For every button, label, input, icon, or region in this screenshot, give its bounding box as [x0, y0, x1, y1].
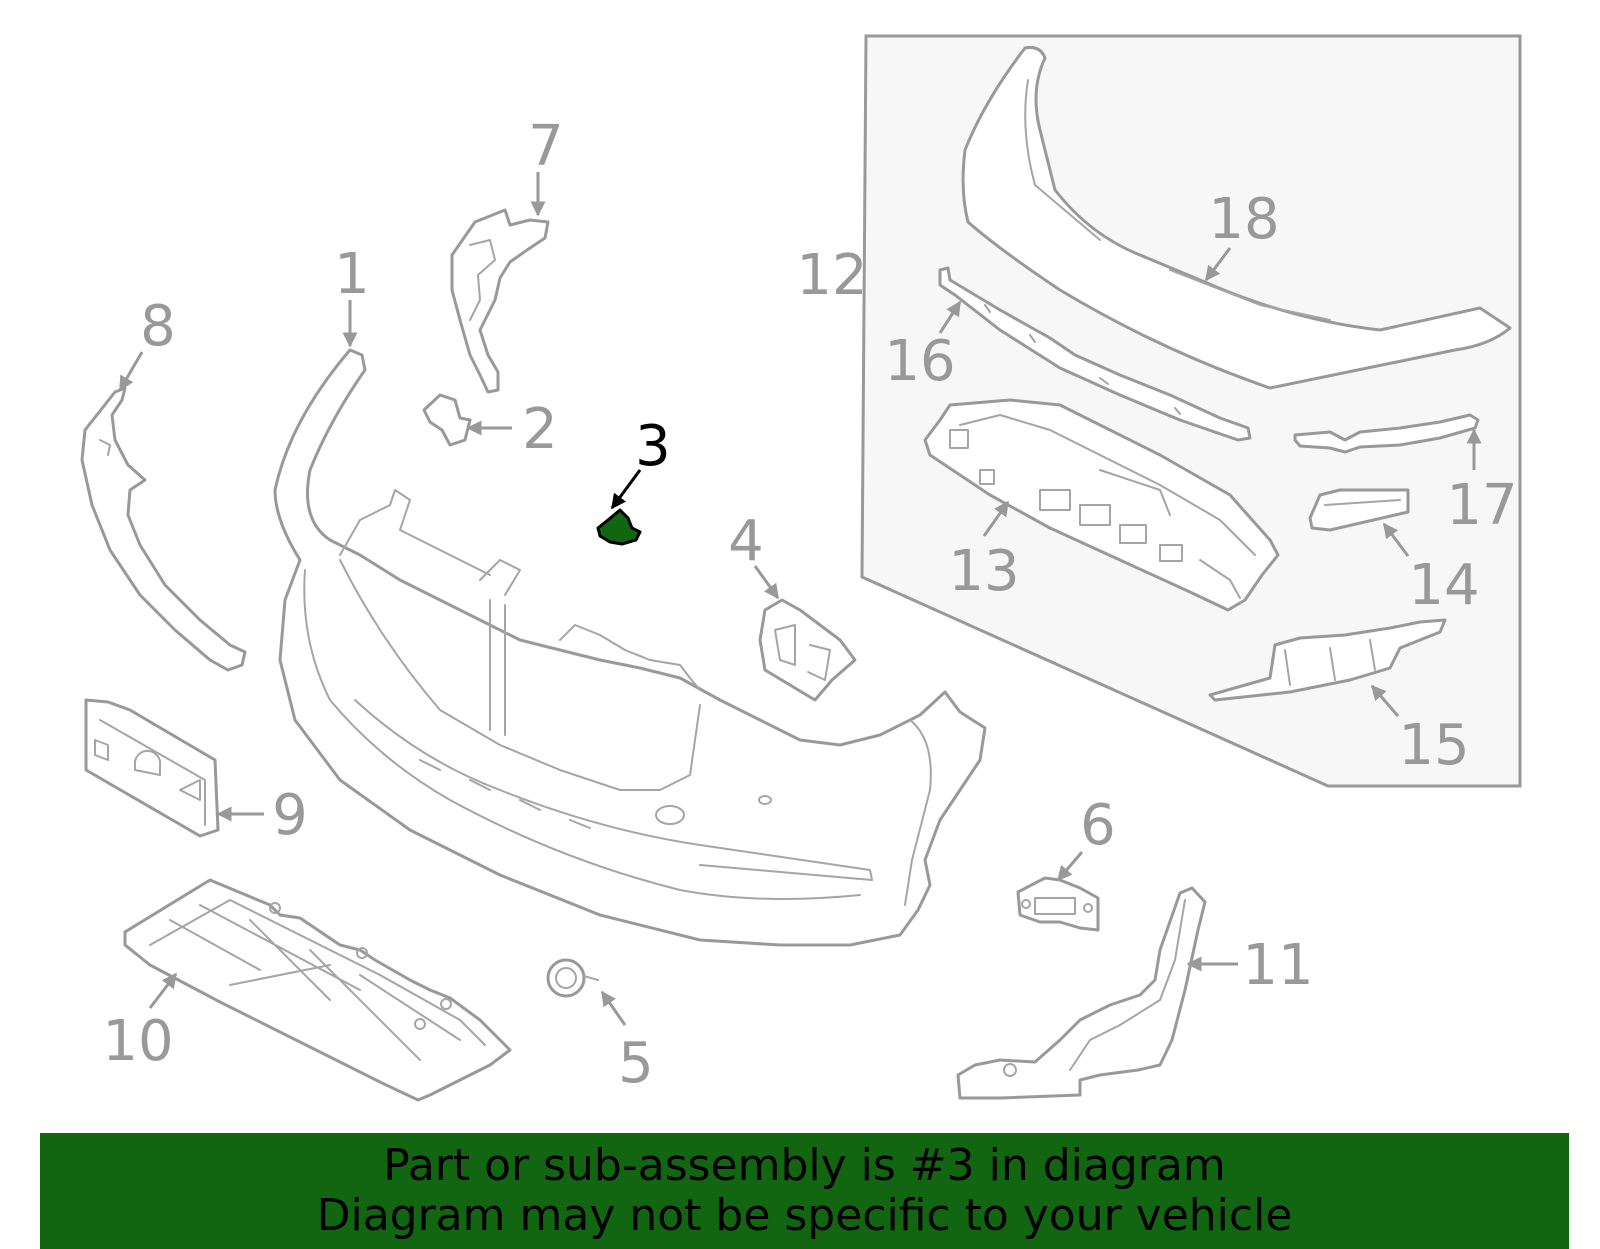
callout-5[interactable]: 5 — [618, 1031, 654, 1096]
callout-16[interactable]: 16 — [884, 329, 955, 394]
callout-18[interactable]: 18 — [1208, 187, 1279, 252]
leader-10 — [148, 972, 178, 1009]
callout-2[interactable]: 2 — [522, 397, 558, 462]
part-4-shape — [758, 598, 857, 702]
part-10-shape — [123, 878, 512, 1102]
callout-4[interactable]: 4 — [728, 509, 764, 574]
callout-6[interactable]: 6 — [1080, 793, 1116, 858]
callout-15[interactable]: 15 — [1398, 713, 1469, 778]
part-7-shape — [450, 208, 550, 394]
part-6-shape — [1016, 876, 1100, 932]
leader-8 — [118, 351, 144, 392]
callout-8[interactable]: 8 — [140, 294, 176, 359]
callout-17[interactable]: 17 — [1446, 473, 1517, 538]
callout-13[interactable]: 13 — [948, 539, 1019, 604]
callout-7[interactable]: 7 — [528, 114, 564, 179]
part-3-shape[interactable] — [596, 508, 642, 546]
leader-14 — [1382, 522, 1410, 557]
leader-6 — [1056, 851, 1084, 882]
callout-3[interactable]: 3 — [635, 414, 671, 479]
part-5-shape — [546, 958, 599, 998]
leader-16 — [938, 300, 962, 334]
callout-9[interactable]: 9 — [272, 783, 308, 848]
part-13-shape — [923, 398, 1280, 612]
leader-5 — [600, 990, 627, 1026]
part-8-shape — [80, 386, 247, 672]
callout-12[interactable]: 12 — [796, 243, 867, 308]
info-banner: Part or sub-assembly is #3 in diagram Di… — [40, 1133, 1569, 1249]
callout-1[interactable]: 1 — [334, 242, 370, 307]
part-2-shape — [422, 393, 472, 447]
part-18-shape — [961, 46, 1512, 390]
leader-4 — [753, 565, 780, 600]
callout-11[interactable]: 11 — [1242, 933, 1313, 998]
part-17-shape — [1293, 413, 1480, 454]
leader-3 — [610, 469, 642, 510]
banner-line-2: Diagram may not be specific to your vehi… — [316, 1190, 1293, 1241]
part-14-shape — [1308, 488, 1410, 532]
leader-15 — [1370, 684, 1400, 717]
part-16-shape — [938, 266, 1252, 442]
part-9-shape — [84, 698, 220, 838]
part-11-shape — [956, 886, 1207, 1100]
part-1-shape — [273, 348, 987, 947]
callout-10[interactable]: 10 — [102, 1009, 173, 1074]
part-15-shape — [1208, 618, 1447, 702]
callout-14[interactable]: 14 — [1408, 553, 1479, 618]
leader-18 — [1204, 247, 1232, 282]
leader-13 — [982, 500, 1010, 537]
banner-line-1: Part or sub-assembly is #3 in diagram — [383, 1140, 1226, 1191]
